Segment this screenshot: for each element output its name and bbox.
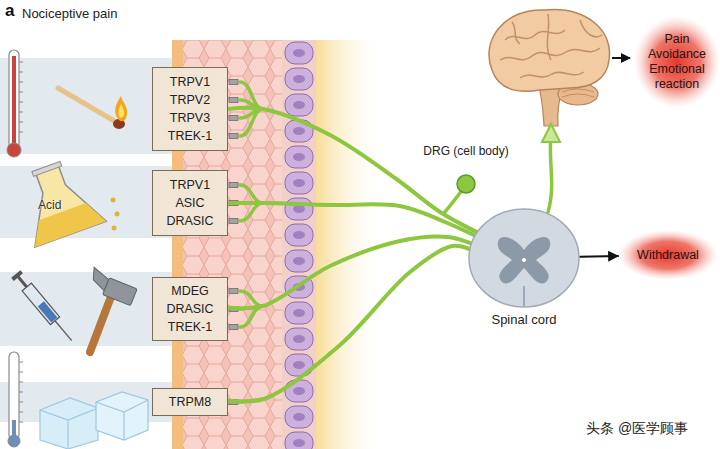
flask-icon <box>10 153 106 247</box>
hammer-handle <box>90 294 112 352</box>
acid-drop <box>115 212 120 217</box>
acid-drop <box>111 198 116 203</box>
receptor-stub <box>229 219 238 224</box>
receptor-stub <box>229 289 238 294</box>
skin-layer <box>312 40 384 449</box>
receptor-list: MDEG DRASIC TREK-1 <box>159 282 221 336</box>
central-canal <box>522 258 526 262</box>
node-label: Spinal cord <box>448 312 600 327</box>
nerve-ending <box>240 82 263 109</box>
ascending-pathway <box>548 136 552 212</box>
nerve-ending <box>240 109 263 136</box>
syringe-plunger <box>18 276 27 287</box>
brain-gyri <box>500 14 602 78</box>
drg-cell-body: DRG (cell body) <box>416 142 516 198</box>
drg-circle <box>457 175 475 193</box>
syringe-plunger <box>11 270 23 281</box>
reflex-arrow <box>580 255 618 258</box>
node-label: Withdrawal <box>633 248 703 263</box>
hammer-head <box>86 267 139 305</box>
figure-title: Nociceptive pain <box>22 6 117 21</box>
syringe-barrel <box>22 283 59 324</box>
nerve-fiber <box>228 237 471 309</box>
glow-shape <box>634 16 720 108</box>
ice-cube-edge <box>96 400 148 440</box>
acid-liquid <box>27 199 107 248</box>
receptor-stub <box>229 183 238 188</box>
nerve-fiber <box>228 246 469 402</box>
ice-cube-edge <box>40 408 98 449</box>
syringe-needle <box>55 321 72 341</box>
stimulus-band <box>0 58 175 154</box>
node-outline <box>468 208 580 308</box>
outcome-node: Withdrawal <box>618 230 718 280</box>
stimulus-band <box>0 272 175 346</box>
receptor-stub <box>229 98 238 103</box>
node-label: DRG (cell body) <box>416 144 516 158</box>
watermark: 头条 @医学顾事 <box>586 420 688 438</box>
nerve-ending <box>240 185 263 203</box>
receptor-stub <box>229 134 238 139</box>
thermometer-bulb <box>8 435 20 447</box>
receptor-box: TRPM8 <box>152 388 228 416</box>
receptor-box: TRPV1 TRPV2 TRPV3 TREK-1 <box>152 67 228 151</box>
receptor-list: TRPV1 ASIC DRASIC <box>159 176 221 230</box>
node-label: Pain Avoidance Emotional reaction <box>642 32 712 92</box>
thermometer-ticks <box>19 62 23 132</box>
white-matter <box>469 209 579 307</box>
flame-core <box>118 104 124 118</box>
flask-glass <box>12 157 107 247</box>
receptor-box: TRPV1 ASIC DRASIC <box>152 170 228 236</box>
thermometer-ticks <box>19 362 23 422</box>
receptor-stub <box>229 80 238 85</box>
anterior-fissure <box>523 286 525 306</box>
drg-stem <box>444 190 462 213</box>
nerve-fiber <box>228 203 474 235</box>
panel-letter: a <box>5 1 14 21</box>
syringe-icon <box>11 270 76 344</box>
ascending-arrow-head <box>542 124 560 142</box>
output-arrow <box>612 57 630 59</box>
thermometer-icon <box>9 50 19 150</box>
thermometer-mercury <box>12 56 16 146</box>
receptor-list: TRPM8 <box>159 393 221 411</box>
gray-matter <box>498 237 550 284</box>
acid-drop <box>112 226 117 231</box>
glow-shape <box>618 230 718 280</box>
nerve-endings <box>240 82 264 402</box>
receptor-list: TRPV1 TRPV2 TRPV3 TREK-1 <box>159 73 221 145</box>
nerve-ending <box>240 203 263 221</box>
hammer-claw <box>87 267 110 290</box>
flame <box>115 96 127 121</box>
syringe-liquid <box>38 301 58 322</box>
thermometer-bulb <box>7 143 21 157</box>
match-stick <box>58 88 116 122</box>
receptor-stubs <box>229 80 238 405</box>
spinal-cord-shape <box>469 209 579 307</box>
receptor-stub <box>229 116 238 121</box>
cerebrum <box>489 10 610 92</box>
outcome-node: Pain Avoidance Emotional reaction <box>634 16 720 108</box>
receptor-stub <box>229 325 238 330</box>
flask-rim <box>32 161 62 176</box>
nerve-ending <box>240 291 263 306</box>
reagent-label: Acid <box>38 198 61 212</box>
nerve-fiber <box>228 108 476 232</box>
ice-cube <box>96 392 148 440</box>
cerebellum-folds <box>562 89 594 97</box>
spinal-cord: Spinal cord <box>468 208 580 308</box>
receptor-box: MDEG DRASIC TREK-1 <box>152 277 228 341</box>
thermometer-icon <box>9 352 19 440</box>
ice-cube <box>40 398 98 449</box>
